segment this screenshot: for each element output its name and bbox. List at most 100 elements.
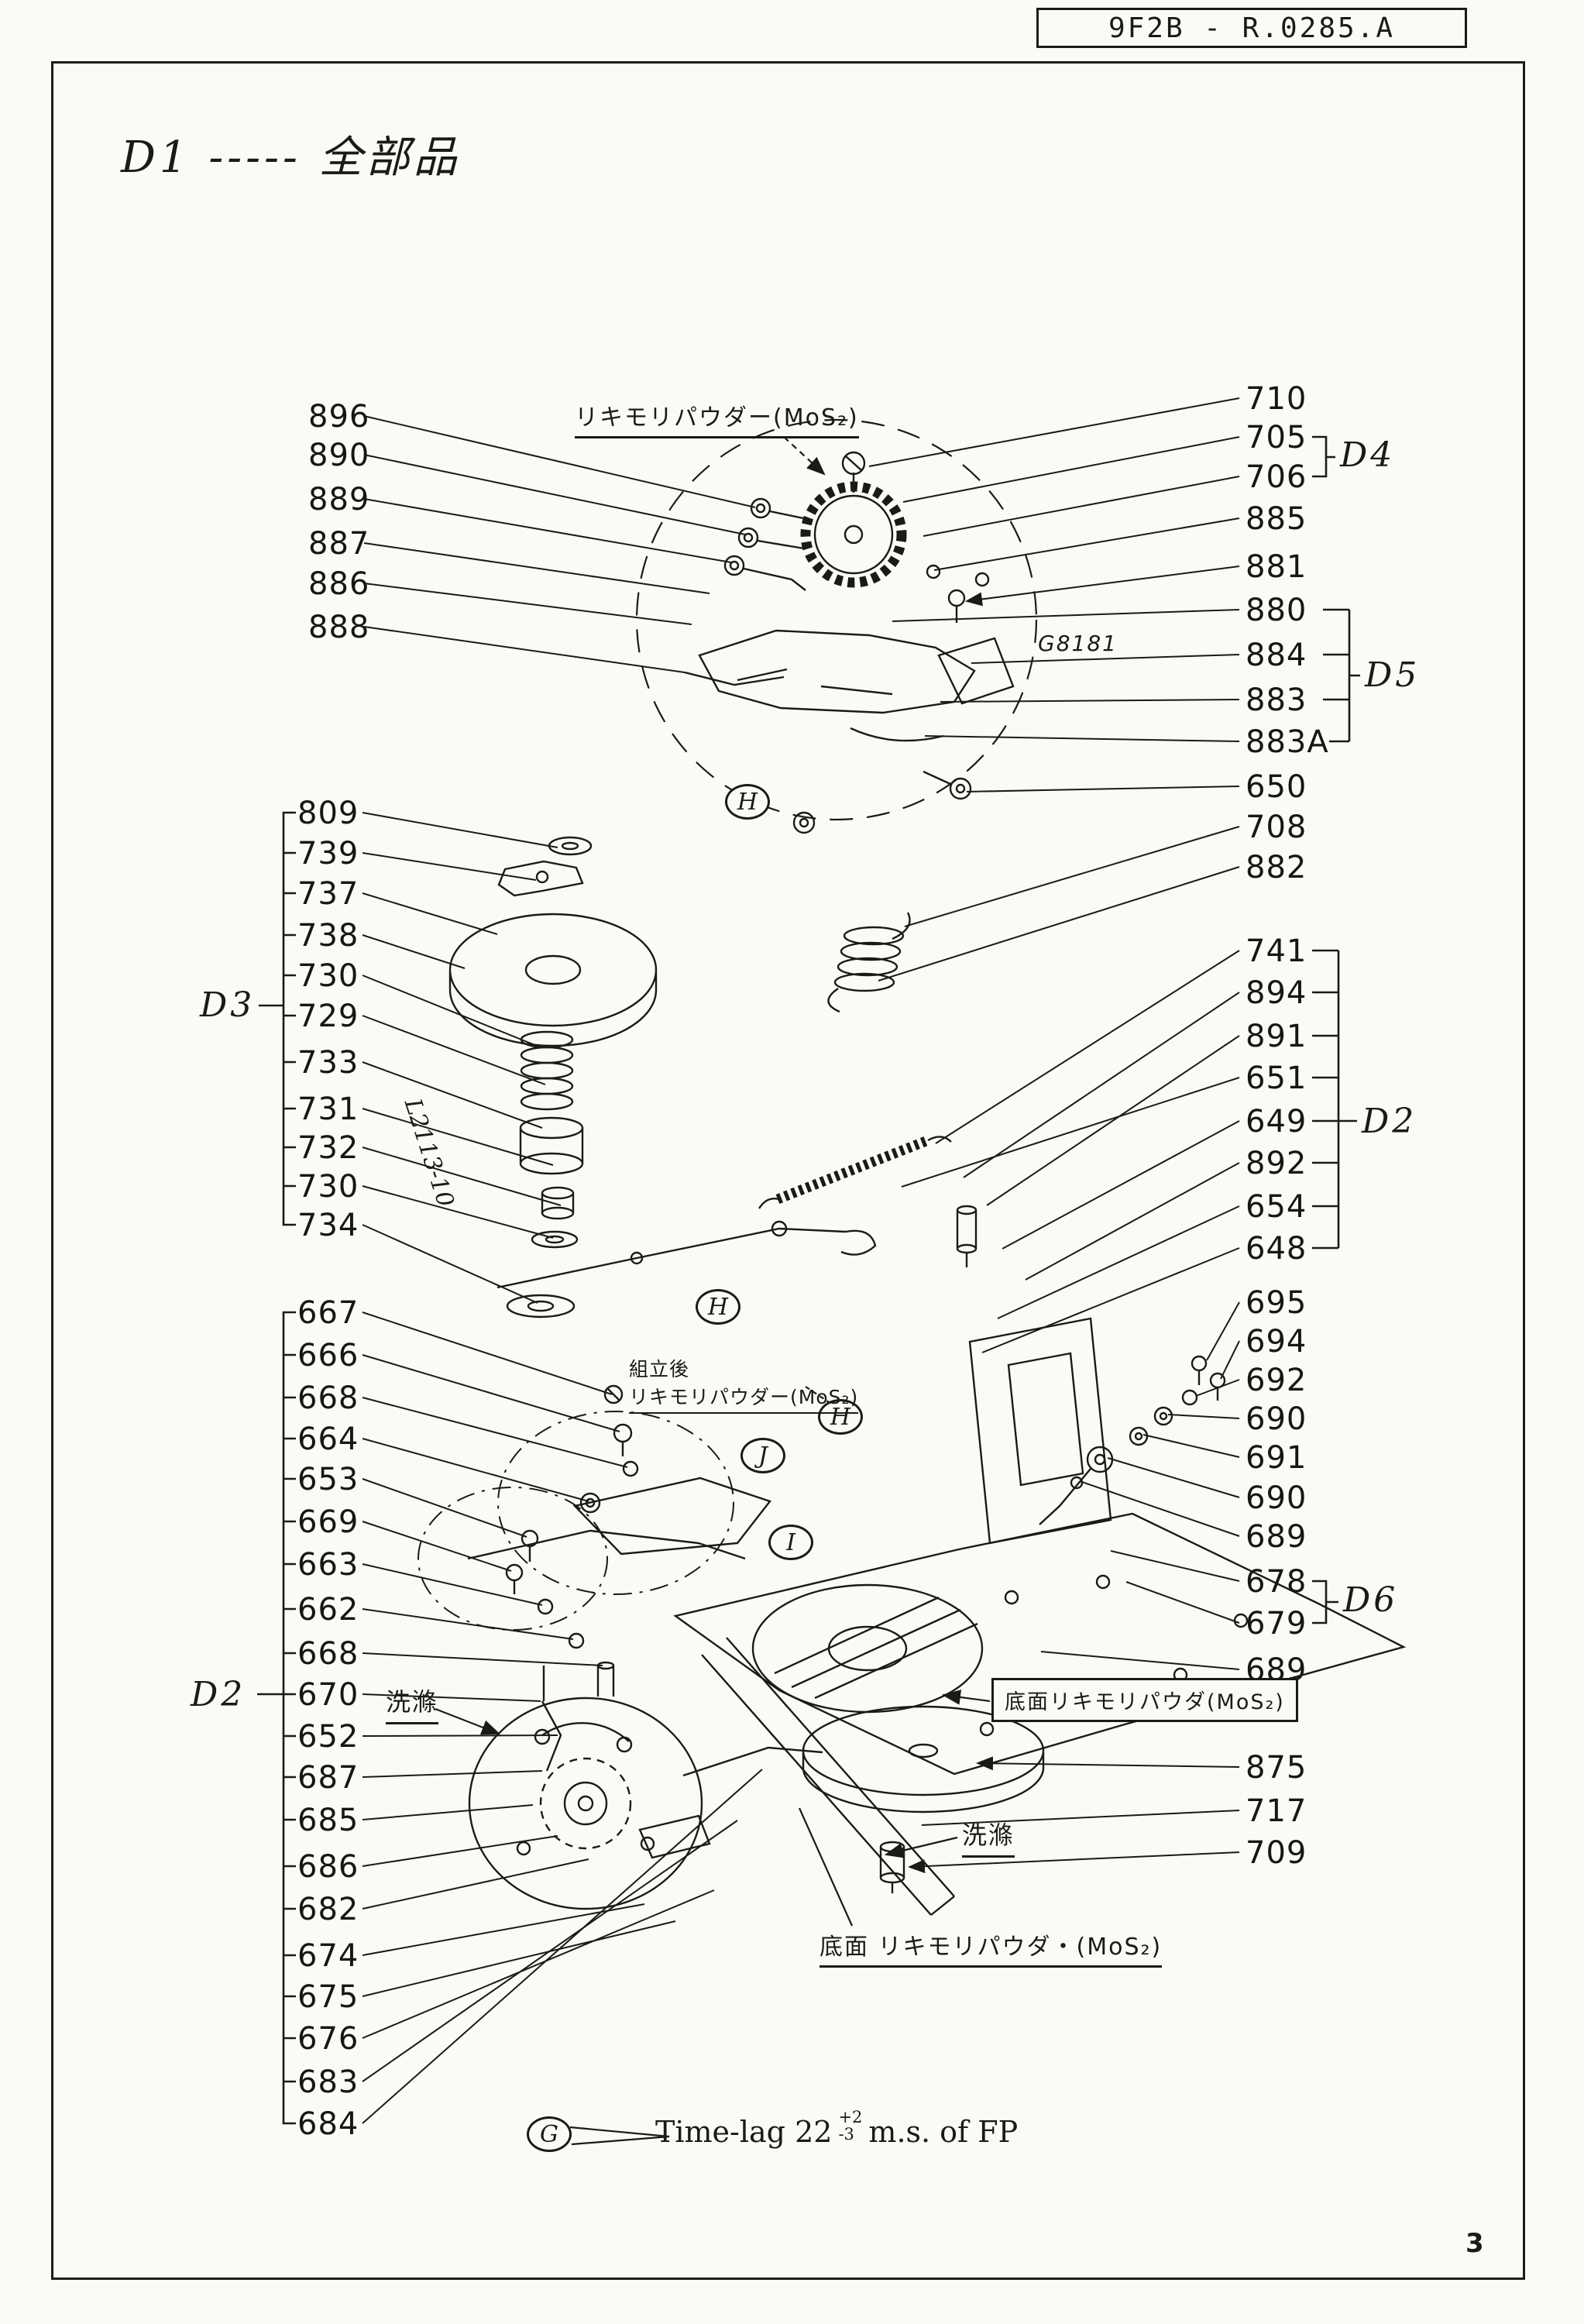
part-callout: 738 (297, 918, 359, 954)
part-callout: 732 (297, 1130, 359, 1166)
part-callout: 717 (1246, 1793, 1307, 1829)
part-callout: 886 (308, 566, 370, 602)
part-callout: 670 (297, 1677, 359, 1713)
assembly-lubricant-note: 組立後 リキモリパウダー(MoS₂) (629, 1354, 859, 1414)
wash-note-left: 洗滌 (386, 1683, 439, 1724)
part-callout: 674 (297, 1938, 359, 1974)
part-callout: 892 (1246, 1146, 1307, 1181)
document-ref-box: 9F2B - R.0285.A (1036, 8, 1467, 48)
part-callout: 883A (1246, 724, 1329, 760)
part-callout: 885 (1246, 501, 1307, 537)
drawing-frame (51, 61, 1525, 2280)
part-callout: 676 (297, 2021, 359, 2057)
timelag-tolerance-upper: +2 (838, 2108, 863, 2126)
timelag-prefix: Time-lag 22 (655, 2115, 833, 2150)
part-callout: 888 (308, 610, 370, 645)
part-callout: 649 (1246, 1104, 1307, 1140)
part-callout: 675 (297, 1979, 359, 2015)
group-label-d5: D5 (1365, 655, 1421, 695)
circled-letter-h: H (725, 784, 770, 820)
lubricant-note-top: リキモリパウダー(MoS₂) (575, 398, 859, 438)
group-label-d4: D4 (1340, 435, 1396, 475)
timelag-tolerance: +2 -3 (838, 2109, 862, 2143)
part-callout: 896 (308, 399, 370, 435)
part-callout: 666 (297, 1338, 359, 1373)
spool-stack-drawing (448, 836, 978, 1318)
part-callout: 686 (297, 1849, 359, 1885)
bottom-lubricant-note-boxed: 底面リキモリパウダ(MoS₂) (991, 1678, 1298, 1722)
part-callout: 889 (308, 482, 370, 517)
part-callout: 683 (297, 2064, 359, 2100)
part-callout: 669 (297, 1504, 359, 1540)
part-callout: 887 (308, 526, 370, 562)
part-callout: 891 (1246, 1019, 1307, 1054)
part-callout: 739 (297, 836, 359, 871)
governor-drawing (468, 1697, 823, 1910)
part-callout: 691 (1246, 1440, 1307, 1476)
part-callout: 682 (297, 1892, 359, 1927)
part-callout: 694 (1246, 1324, 1307, 1360)
top-assembly-drawing (635, 418, 1038, 1013)
part-callout: 651 (1246, 1061, 1307, 1096)
part-callout: 729 (297, 999, 359, 1034)
part-callout: 690 (1246, 1401, 1307, 1437)
part-callout: 890 (308, 438, 370, 473)
part-callout: 741 (1246, 933, 1307, 969)
part-callout: 710 (1246, 381, 1307, 417)
bottom-lubricant-note: 底面 リキモリパウダ・(MoS₂) (819, 1927, 1163, 1968)
group-label-d6: D6 (1343, 1580, 1399, 1620)
leader-lines (362, 397, 1240, 2124)
part-callout: 692 (1246, 1363, 1307, 1398)
part-callout: 880 (1246, 593, 1307, 628)
part-callout: 730 (297, 1169, 359, 1205)
bracket-plates-drawing (968, 1317, 1226, 1545)
circled-letter-j: J (740, 1438, 785, 1473)
part-callout: 882 (1246, 850, 1307, 885)
part-callout: 706 (1246, 459, 1307, 495)
part-callout: 690 (1246, 1480, 1307, 1516)
part-callout: 667 (297, 1295, 359, 1331)
group-brackets (257, 435, 1360, 2125)
part-callout: 684 (297, 2106, 359, 2142)
part-callout: 685 (297, 1803, 359, 1838)
group-label-d2-right: D2 (1362, 1102, 1417, 1141)
page-title: D1 ----- 全部品 (121, 132, 461, 183)
part-callout: 875 (1246, 1750, 1307, 1786)
part-callout: 689 (1246, 1519, 1307, 1555)
circled-letter-h: H (696, 1289, 740, 1325)
page-number: 3 (1465, 2228, 1484, 2259)
timelag-note: Time-lag 22 +2 -3 m.s. of FP (655, 2109, 1018, 2155)
part-callout: 734 (297, 1208, 359, 1243)
part-callout: 653 (297, 1462, 359, 1497)
part-callout: 668 (297, 1636, 359, 1672)
part-callout: 705 (1246, 420, 1307, 456)
part-callout: 678 (1246, 1564, 1307, 1600)
assembly-note-line2: リキモリパウダー(MoS₂) (629, 1382, 859, 1414)
assembly-note-line1: 組立後 (629, 1358, 690, 1380)
part-callout: 648 (1246, 1231, 1307, 1267)
part-callout: 709 (1246, 1835, 1307, 1871)
part-callout: 687 (297, 1760, 359, 1796)
document-ref: 9F2B - R.0285.A (1108, 12, 1396, 44)
part-callout: 668 (297, 1380, 359, 1416)
group-label-d3: D3 (200, 985, 256, 1025)
circled-letter-g: G (527, 2116, 572, 2152)
part-callout: 708 (1246, 810, 1307, 845)
timelag-suffix: m.s. of FP (868, 2115, 1019, 2150)
timelag-tolerance-lower: -3 (838, 2125, 854, 2144)
part-callout: 663 (297, 1547, 359, 1583)
part-callout: 809 (297, 796, 359, 831)
part-callout: 733 (297, 1045, 359, 1081)
part-callout: 883 (1246, 682, 1307, 718)
part-callout: 731 (297, 1092, 359, 1127)
part-callout: 662 (297, 1592, 359, 1628)
part-callout: 652 (297, 1719, 359, 1755)
part-callout: 654 (1246, 1189, 1307, 1225)
release-assembly-drawing (417, 1384, 771, 1772)
wash-note-right: 洗滌 (962, 1816, 1015, 1858)
part-callout: 664 (297, 1422, 359, 1457)
part-callout: 884 (1246, 638, 1307, 673)
group-label-d2-left: D2 (191, 1675, 246, 1714)
